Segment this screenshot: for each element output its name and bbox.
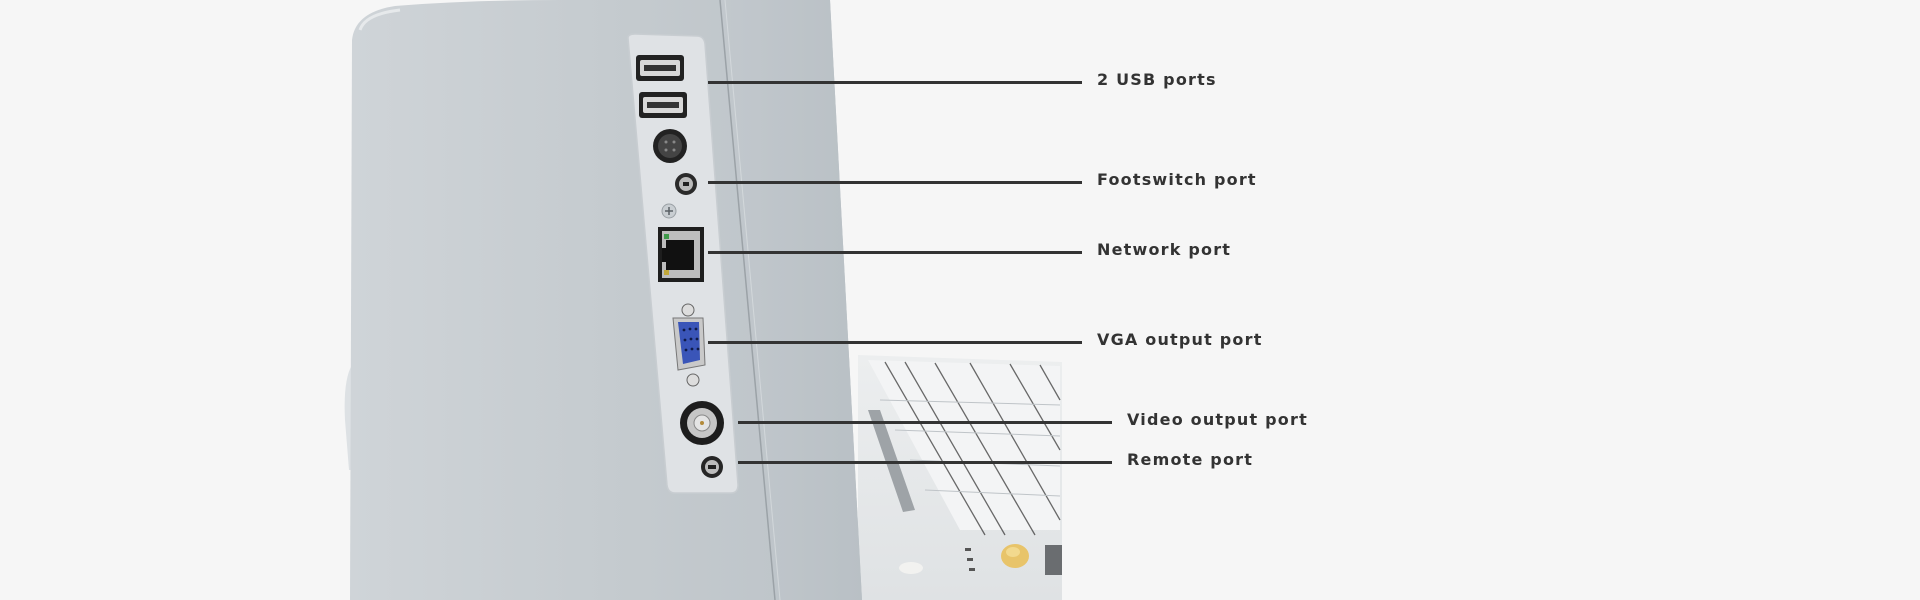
ground-screw [661,203,677,219]
label-network-port: Network port [1097,240,1232,259]
leader-line-footswitch [708,181,1082,184]
label-usb-ports: 2 USB ports [1097,70,1217,89]
leader-line-video-output [738,421,1112,424]
leader-line-usb [708,81,1082,84]
keyboard-section [858,355,1062,600]
leader-line-network [708,251,1082,254]
leader-line-vga [708,341,1082,344]
network-port [658,227,704,282]
label-footswitch-port: Footswitch port [1097,170,1257,189]
label-vga-output-port: VGA output port [1097,330,1263,349]
bnc-video-port [680,401,724,445]
device-body [350,0,862,600]
vga-port [672,303,706,387]
leader-line-remote [738,461,1112,464]
s-video-port [653,129,687,163]
remote-port [701,456,723,478]
footswitch-port [675,173,697,195]
usb-port-2 [639,92,687,118]
handle [344,365,352,470]
label-remote-port: Remote port [1127,450,1254,469]
usb-port-1 [636,55,684,81]
label-video-output-port: Video output port [1127,410,1308,429]
